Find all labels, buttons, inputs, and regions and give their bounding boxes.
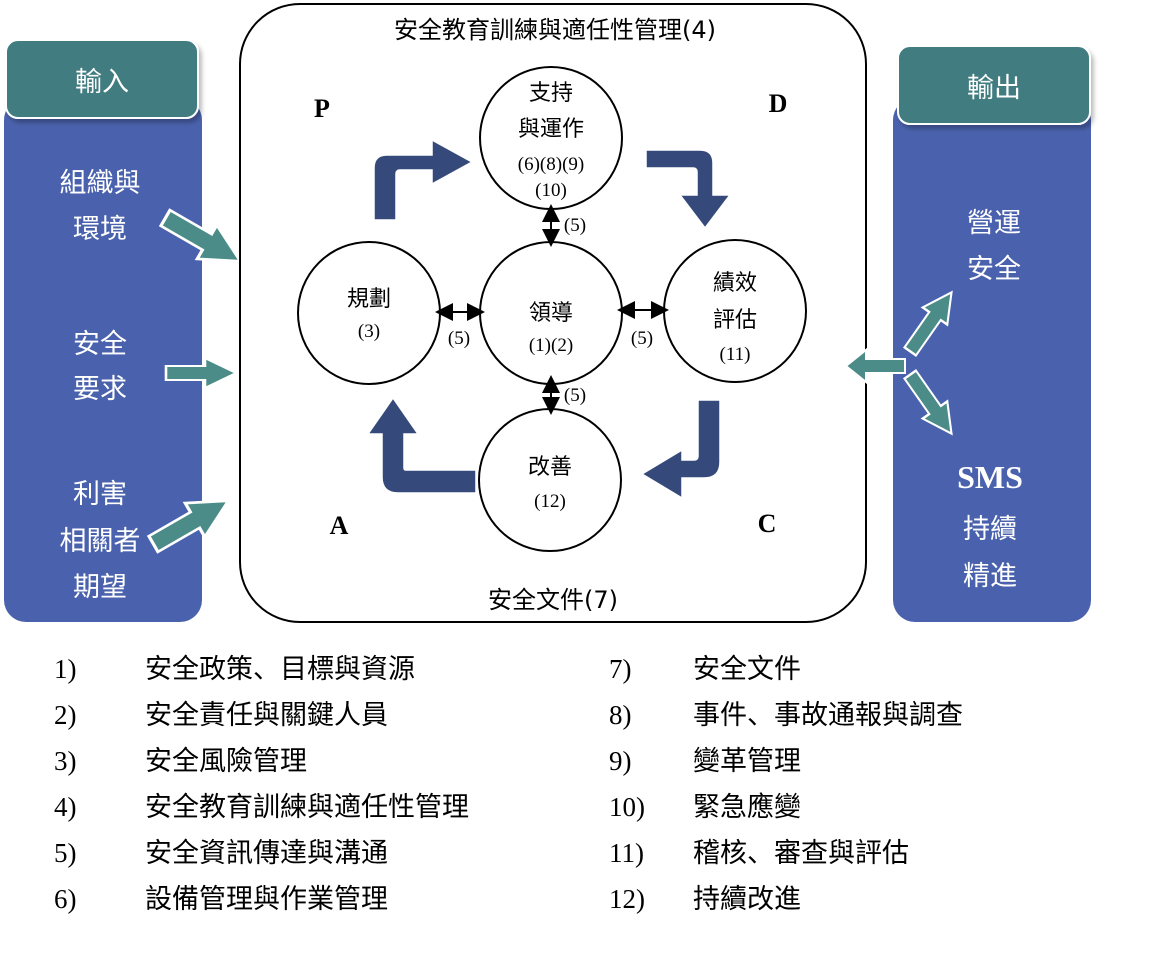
node-support-code-1: (6)(8)(9)	[518, 154, 584, 175]
output-item-sms-line-1: SMS	[957, 459, 1023, 495]
output-arrow-to-sms	[902, 369, 953, 436]
corner-label-d: D	[769, 89, 788, 118]
center-frame-border	[239, 3, 867, 623]
input-item-org-line-2: 環境	[73, 214, 127, 245]
node-planning-circle	[297, 241, 441, 385]
legend-text-12: 持續改進	[693, 884, 801, 915]
input-item-org-line-1: 組織與	[60, 168, 141, 199]
link-label-top: (5)	[564, 215, 586, 236]
legend-text-8: 事件、事故通報與調查	[693, 700, 963, 731]
legend-text-4: 安全教育訓練與適任性管理	[145, 792, 469, 823]
node-support-line-2: 與運作	[518, 117, 584, 142]
input-arrow-stake	[146, 499, 231, 554]
input-panel-body	[4, 98, 202, 622]
legend-text-10: 緊急應變	[693, 792, 801, 823]
nodes	[297, 66, 807, 552]
input-item-stake-line-1: 利害	[73, 479, 127, 510]
corner-label-a: A	[330, 511, 349, 540]
output-arrow-bidirectional	[844, 347, 906, 385]
link-labels: (5) (5) (5) (5)	[448, 215, 653, 406]
legend-text-11: 稽核、審查與評估	[693, 838, 909, 869]
legend-num-2: 2)	[54, 700, 77, 730]
output-item-ops-line-2: 安全	[967, 254, 1021, 285]
legend-text-3: 安全風險管理	[145, 746, 307, 777]
legend-num-12: 12)	[609, 884, 645, 914]
corner-label-c: C	[758, 509, 777, 538]
node-planning-code-1: (3)	[358, 321, 380, 342]
cycle-arrow-do-to-check	[645, 149, 732, 230]
link-label-right: (5)	[631, 328, 653, 349]
node-texts: 支持 與運作 (6)(8)(9) (10) 規劃 (3) 領導 (1)(2) 績…	[347, 81, 757, 512]
node-support-code-2: (10)	[535, 180, 567, 201]
node-performance-code-1: (11)	[720, 344, 751, 365]
cycle-arrow-act-to-plan	[366, 396, 477, 494]
links	[435, 204, 669, 415]
legend-text-5: 安全資訊傳達與溝通	[145, 838, 388, 869]
output-panel-body	[893, 98, 1091, 622]
input-panel: 輸入 組織與 環境 安全 要求 利害 相關者 期望	[4, 39, 202, 622]
legend-text-7: 安全文件	[693, 654, 801, 685]
input-panel-header: 輸入	[75, 67, 129, 98]
legend-num-9: 9)	[609, 746, 632, 776]
legend-num-6: 6)	[54, 884, 77, 914]
legend-num-1: 1)	[54, 654, 77, 684]
output-item-sms-line-3: 精進	[963, 561, 1017, 592]
legend-text-1: 安全政策、目標與資源	[145, 654, 415, 685]
link-label-bottom: (5)	[564, 385, 586, 406]
output-panel: 輸出 營運 安全 SMS 持續 精進	[893, 45, 1091, 622]
node-performance-line-1: 績效	[713, 271, 757, 296]
legend-num-5: 5)	[54, 838, 77, 868]
legend-num-8: 8)	[609, 700, 632, 730]
node-improvement-line-1: 改善	[528, 455, 572, 480]
node-improvement-circle	[478, 408, 622, 552]
legend-text-2: 安全責任與關鍵人員	[145, 700, 388, 731]
legend-text-6: 設備管理與作業管理	[145, 884, 388, 915]
cycle-arrow-plan-to-do	[373, 138, 474, 221]
node-support-line-1: 支持	[529, 81, 573, 106]
output-panel-header: 輸出	[967, 73, 1021, 104]
node-performance-line-2: 評估	[713, 308, 757, 333]
output-item-ops-line-1: 營運	[967, 208, 1021, 239]
output-panel-header-box	[897, 45, 1091, 125]
link-label-left: (5)	[448, 328, 470, 349]
node-leadership-code-1: (1)(2)	[529, 335, 573, 356]
corner-label-p: P	[314, 94, 330, 123]
input-item-stake-line-3: 期望	[73, 572, 127, 603]
legend-left: 1) 安全政策、目標與資源 2) 安全責任與關鍵人員 3) 安全風險管理 4) …	[54, 654, 469, 915]
input-item-req-line-1: 安全	[73, 329, 127, 360]
cycle-arrows	[366, 138, 732, 500]
input-arrows	[146, 208, 243, 554]
input-item-req-line-2: 要求	[73, 374, 127, 405]
output-arrows	[844, 290, 953, 436]
input-item-stake-line-2: 相關者	[60, 526, 141, 557]
input-arrow-org	[158, 208, 243, 263]
center-frame: 安全教育訓練與適任性管理(4) 安全文件(7) P D C A	[239, 3, 867, 623]
legend-text-9: 變革管理	[693, 746, 801, 777]
frame-footer: 安全文件(7)	[488, 586, 618, 614]
frame-title: 安全教育訓練與適任性管理(4)	[394, 16, 716, 44]
node-improvement-code-1: (12)	[534, 491, 566, 512]
legend-right: 7) 安全文件 8) 事件、事故通報與調查 9) 變革管理 10) 緊急應變 1…	[609, 654, 963, 915]
legend-num-11: 11)	[609, 838, 644, 868]
cycle-arrow-check-to-act	[640, 399, 721, 500]
input-arrow-req	[164, 356, 239, 390]
input-panel-header-box	[5, 39, 199, 119]
legend-num-3: 3)	[54, 746, 77, 776]
legend-num-7: 7)	[609, 654, 632, 684]
output-item-sms-line-2: 持續	[963, 514, 1017, 545]
node-leadership-line-1: 領導	[529, 301, 573, 326]
output-arrow-to-ops	[902, 290, 953, 357]
legend-num-4: 4)	[54, 792, 77, 822]
node-planning-line-1: 規劃	[347, 287, 391, 312]
legend: 1) 安全政策、目標與資源 2) 安全責任與關鍵人員 3) 安全風險管理 4) …	[54, 654, 963, 915]
legend-num-10: 10)	[609, 792, 645, 822]
